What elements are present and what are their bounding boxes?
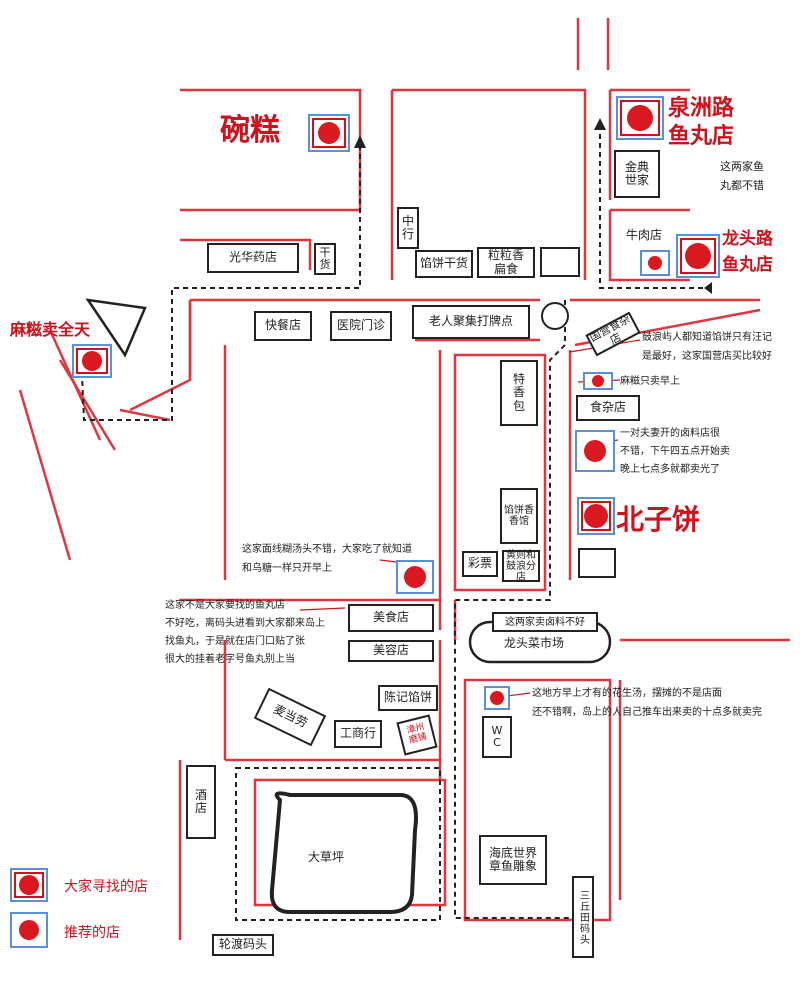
circle-marker-icon [318,122,340,144]
legend-recommended-label: 推荐的店 [64,925,120,941]
note-luliao: 一对夫妻开的卤料店很 不错，下午四五点开始卖 晚上七点多就都卖光了 [620,428,730,475]
circle-marker-icon [404,566,426,588]
shop-chenji[interactable]: 陈记馅饼 [378,685,438,711]
shop-guanghua[interactable]: 光华药店 [207,243,299,273]
marker-maci[interactable] [72,344,112,378]
shop-haidi[interactable]: 海底世界 章鱼雕象 [479,835,547,885]
shop-niurou-label: 牛肉店 [626,228,663,242]
shop-caipiao[interactable]: 彩票 [462,551,498,577]
marker-luliao[interactable] [575,430,615,472]
note-peanut: 这地方早上才有的花生汤，摆摊的不是店面 还不错啊，岛上的人自己推车出来卖的十点多… [532,688,762,718]
note-luliao-bad: 这两家卖卤料不好 [492,612,598,632]
shop-lundu[interactable]: 轮渡码头 [212,934,274,956]
marker-mianxian[interactable] [396,560,434,594]
circle-marker-icon [685,243,711,269]
shop-gongshang[interactable]: 工商行 [334,720,382,748]
title-maci: 麻糍卖全天 [10,320,91,339]
shop-shizadian[interactable]: 食杂店 [576,395,640,421]
shop-xianbing-ganhuo[interactable]: 馅饼干货 [415,250,473,278]
note-two-shops: 这两家鱼 丸都不错 [720,160,764,192]
shop-blank-1 [540,247,580,277]
note-maci-morning: 麻糍只卖早上 [620,376,680,387]
note-xianbing: 鼓浪屿人都知道馅饼只有汪记 是最好，这家国营店买比较好 [642,332,772,362]
market-label: 龙头菜市场 [504,636,565,650]
circle-marker-icon [490,691,504,705]
note-fake-yuwan: 这家不是大家要找的鱼丸店 不好吃，离码头进看到大家都来岛上 找鱼丸，于是就在店门… [165,600,325,665]
shop-sanqiu[interactable]: 三丘田码头 [572,876,594,958]
marker-beizi[interactable] [577,497,615,535]
shop-xiangchuang[interactable]: 馅饼香 香馆 [500,488,538,544]
lawn-label: 大草坪 [308,850,345,864]
shop-jiudian[interactable]: 酒 店 [186,765,216,839]
road-network [18,18,790,940]
shop-ganhuo[interactable]: 干 货 [314,243,336,275]
shop-meishi[interactable]: 美食店 [348,604,434,632]
shop-laoren[interactable]: 老人聚集打牌点 [412,305,530,339]
circle-marker-icon [592,375,604,387]
shop-wc[interactable]: W C [482,716,512,758]
title-longtou: 龙头路 鱼丸店 [722,229,773,275]
marker-quanzhou[interactable] [616,96,664,140]
marker-peanut[interactable] [484,686,510,710]
circle-marker-icon [10,912,48,948]
circle-marker-icon [627,105,653,131]
framed-marker-icon [10,868,48,902]
title-quanzhou: 泉洲路 鱼丸店 [668,96,735,149]
marker-longtou[interactable] [676,234,720,278]
shop-zhongxing[interactable]: 中 行 [397,207,419,249]
title-wangao: 碗糕 [220,113,280,148]
shop-jindian[interactable]: 金典 世家 [614,150,660,198]
shop-yiyuan[interactable]: 医院门诊 [330,311,392,341]
shop-lilixiang[interactable]: 粒粒香 扁食 [477,247,535,278]
shop-kuaican[interactable]: 快餐店 [254,311,312,341]
shop-texiangbao[interactable]: 特 香 包 [500,360,538,426]
circle-marker-icon [82,351,102,371]
note-mianxian: 这家面线糊汤头不错，大家吃了就知道 和乌糖一样只开早上 [242,544,412,574]
route-paths [81,125,712,921]
marker-maci-morning[interactable] [583,372,613,390]
circle-marker-icon [648,256,662,270]
circle-marker-icon [584,440,606,462]
title-beizi: 北子饼 [616,503,701,536]
roundabout [541,302,569,330]
sail-shape [85,298,147,358]
marker-wangao[interactable] [308,114,350,152]
shop-blank-2 [578,548,616,578]
shop-huangzehe[interactable]: 黄则和 鼓浪分店 [502,550,540,583]
circle-marker-icon [584,504,608,528]
shop-meirong[interactable]: 美容店 [348,640,434,662]
legend-sought-label: 大家寻找的店 [64,879,148,895]
marker-niurou[interactable] [640,250,670,276]
lawn-outline [269,791,418,914]
